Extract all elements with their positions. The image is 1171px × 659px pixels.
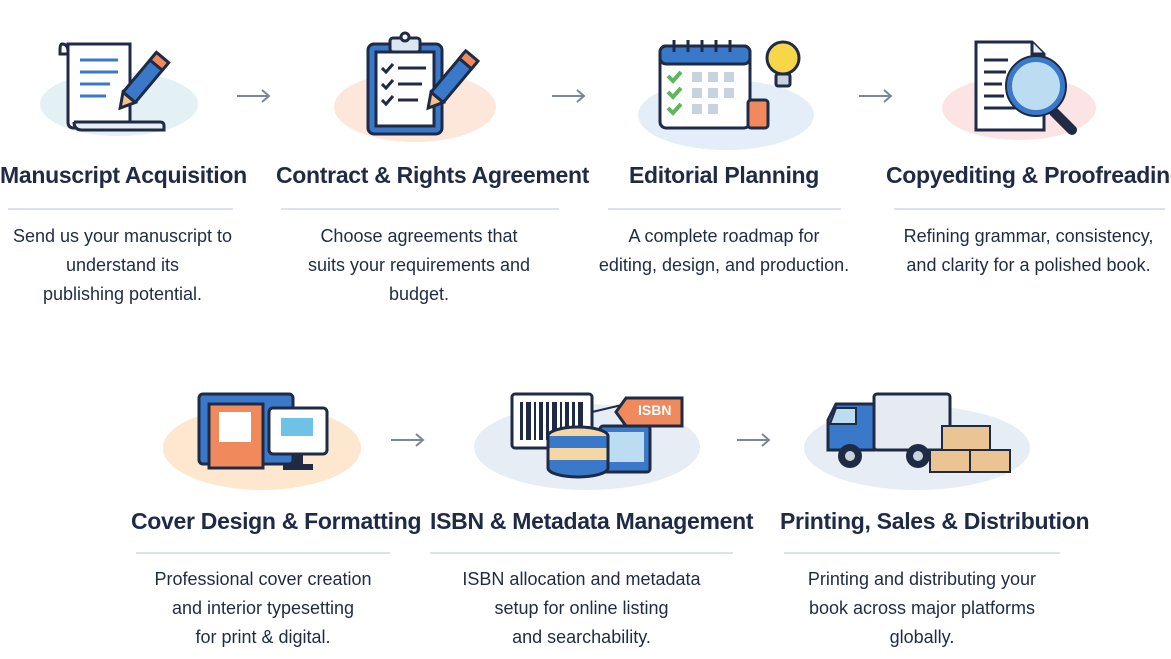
truck-icon bbox=[826, 392, 1011, 473]
arrow-right-icon bbox=[737, 433, 771, 447]
step-title: Editorial Planning bbox=[628, 162, 820, 188]
step-editorial-planning: Editorial Planning A complete roadmap fo… bbox=[598, 0, 850, 320]
divider bbox=[894, 208, 1165, 210]
arrow-right-icon bbox=[859, 89, 893, 103]
step-description: A complete roadmap for editing, design, … bbox=[598, 226, 850, 275]
step-description: Refining grammar, consistency, and clari… bbox=[903, 226, 1154, 275]
step-title: Printing, Sales & Distribution bbox=[780, 508, 1090, 534]
magnifier-icon bbox=[974, 40, 1077, 135]
arrow-right-icon bbox=[552, 89, 586, 103]
step-description: Printing and distributing your book acro… bbox=[807, 569, 1037, 647]
divider bbox=[430, 552, 733, 554]
isbn-tag-label: ISBN bbox=[638, 402, 672, 418]
step-manuscript-acquisition: Manuscript Acquisition Send us your manu… bbox=[0, 0, 247, 320]
step-cover-design: Cover Design & Formatting Professional c… bbox=[131, 350, 422, 659]
step-copyediting: Copyediting & Proofreading Refining gram… bbox=[886, 0, 1171, 320]
divider bbox=[608, 208, 841, 210]
step-description: Send us your manuscript to understand it… bbox=[12, 226, 233, 304]
divider bbox=[136, 552, 390, 554]
step-contract-rights: Contract & Rights Agreement Choose agree… bbox=[276, 0, 590, 320]
calendar-icon bbox=[658, 40, 801, 130]
clipboard-icon bbox=[366, 31, 481, 136]
manuscript-icon bbox=[58, 42, 171, 132]
divider bbox=[281, 208, 559, 210]
step-title: Cover Design & Formatting bbox=[131, 508, 422, 534]
step-isbn-metadata: ISBN ISBN & Metadata Management ISBN all… bbox=[430, 350, 754, 659]
divider bbox=[8, 208, 233, 210]
step-description: Professional cover creation and interior… bbox=[154, 569, 372, 647]
step-printing-distribution: Printing, Sales & Distribution Printing … bbox=[780, 350, 1090, 659]
barcode-icon bbox=[510, 392, 684, 479]
step-description: Choose agreements that suits your requir… bbox=[307, 226, 531, 304]
step-title: Manuscript Acquisition bbox=[0, 162, 247, 188]
divider bbox=[784, 552, 1060, 554]
arrow-right-icon bbox=[391, 433, 425, 447]
step-title: Copyediting & Proofreading bbox=[886, 162, 1171, 188]
arrow-right-icon bbox=[237, 89, 271, 103]
step-title: Contract & Rights Agreement bbox=[276, 162, 590, 188]
step-description: ISBN allocation and metadata setup for o… bbox=[462, 569, 701, 647]
step-title: ISBN & Metadata Management bbox=[430, 508, 754, 534]
monitor-icon bbox=[197, 392, 329, 470]
